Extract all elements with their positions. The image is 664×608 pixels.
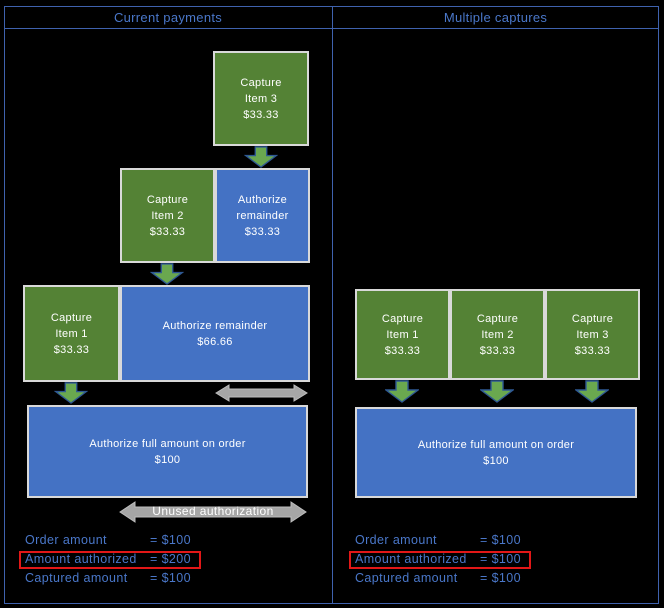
capture-item-1-box: Capture Item 1 $33.33 bbox=[355, 289, 450, 380]
highlight-box bbox=[349, 551, 531, 569]
header-current-payments: Current payments bbox=[113, 10, 223, 25]
box-line: remainder bbox=[236, 209, 289, 222]
summary-value: = $100 bbox=[480, 552, 521, 566]
summary-value: = $100 bbox=[480, 571, 521, 585]
summary-label: Order amount bbox=[25, 533, 107, 547]
down-arrow-icon bbox=[385, 380, 419, 403]
box-line: Item 3 bbox=[244, 92, 278, 105]
right-summary: Order amount = $100 Amount authorized = $1… bbox=[349, 533, 531, 590]
down-arrow-icon bbox=[244, 146, 278, 168]
double-arrow-icon bbox=[215, 384, 308, 402]
summary-captured-amount: Captured amount = $100 bbox=[355, 571, 521, 590]
summary-label: Amount authorized bbox=[25, 552, 137, 566]
outer-border bbox=[4, 6, 659, 604]
box-line: Authorize full amount on order bbox=[89, 437, 246, 450]
box-line: $33.33 bbox=[479, 344, 516, 357]
summary-label: Order amount bbox=[355, 533, 437, 547]
box-line: $33.33 bbox=[243, 108, 279, 121]
capture-item-2-box: Capture Item 2 $33.33 bbox=[120, 168, 215, 263]
box-line: Item 2 bbox=[151, 209, 184, 222]
column-divider bbox=[332, 6, 333, 604]
summary-value: = $100 bbox=[150, 571, 191, 585]
summary-label: Captured amount bbox=[355, 571, 458, 585]
box-line: $66.66 bbox=[197, 335, 233, 348]
left-summary: Order amount = $100 Amount authorized = $2… bbox=[19, 533, 201, 590]
summary-amount-authorized: Amount authorized = $100 bbox=[349, 551, 531, 571]
down-arrow-icon bbox=[150, 263, 184, 285]
box-line: $33.33 bbox=[244, 225, 281, 238]
header-multiple-captures: Multiple captures bbox=[443, 10, 548, 25]
summary-value: = $100 bbox=[480, 533, 521, 547]
down-arrow-icon bbox=[480, 380, 514, 403]
box-line: Capture bbox=[146, 193, 189, 206]
summary-order-amount: Order amount = $100 bbox=[355, 533, 521, 552]
authorize-full-amount-box: Authorize full amount on order $100 bbox=[27, 405, 308, 498]
summary-label: Captured amount bbox=[25, 571, 128, 585]
capture-item-1-box: Capture Item 1 $33.33 bbox=[23, 285, 120, 382]
capture-item-3-box: Capture Item 3 $33.33 bbox=[545, 289, 640, 380]
capture-item-3-box: Capture Item 3 $33.33 bbox=[213, 51, 309, 146]
unused-authorization-arrow: Unused authorization bbox=[118, 501, 308, 523]
box-line: Capture bbox=[476, 312, 519, 325]
box-line: Capture bbox=[381, 312, 424, 325]
box-line: Item 2 bbox=[481, 328, 514, 341]
box-line: Authorize bbox=[237, 193, 288, 206]
box-line: Capture bbox=[240, 76, 282, 89]
box-line: $100 bbox=[483, 454, 509, 467]
box-line: $33.33 bbox=[53, 343, 90, 356]
box-line: Capture bbox=[50, 311, 93, 324]
box-line: Item 1 bbox=[386, 328, 419, 341]
down-arrow-icon bbox=[54, 382, 88, 404]
highlight-box bbox=[19, 551, 201, 569]
authorize-full-amount-box: Authorize full amount on order $100 bbox=[355, 407, 637, 498]
summary-captured-amount: Captured amount = $100 bbox=[25, 571, 191, 590]
summary-value: = $200 bbox=[150, 552, 191, 566]
authorize-remainder-66-box: Authorize remainder $66.66 bbox=[120, 285, 310, 382]
box-line: $100 bbox=[154, 453, 181, 466]
capture-item-2-box: Capture Item 2 $33.33 bbox=[450, 289, 545, 380]
box-line: $33.33 bbox=[149, 225, 186, 238]
box-line: Item 1 bbox=[55, 327, 88, 340]
summary-amount-authorized: Amount authorized = $200 bbox=[19, 551, 201, 571]
box-line: Item 3 bbox=[576, 328, 609, 341]
box-line: $33.33 bbox=[574, 344, 611, 357]
summary-order-amount: Order amount = $100 bbox=[25, 533, 191, 552]
header-divider bbox=[4, 28, 659, 29]
box-line: Authorize full amount on order bbox=[417, 438, 575, 451]
unused-authorization-label: Unused authorization bbox=[152, 504, 274, 518]
authorize-remainder-33-box: Authorize remainder $33.33 bbox=[215, 168, 310, 263]
summary-label: Amount authorized bbox=[355, 552, 467, 566]
box-line: Capture bbox=[571, 312, 614, 325]
box-line: Authorize remainder bbox=[162, 319, 268, 332]
summary-value: = $100 bbox=[150, 533, 191, 547]
down-arrow-icon bbox=[575, 380, 609, 403]
box-line: $33.33 bbox=[384, 344, 421, 357]
